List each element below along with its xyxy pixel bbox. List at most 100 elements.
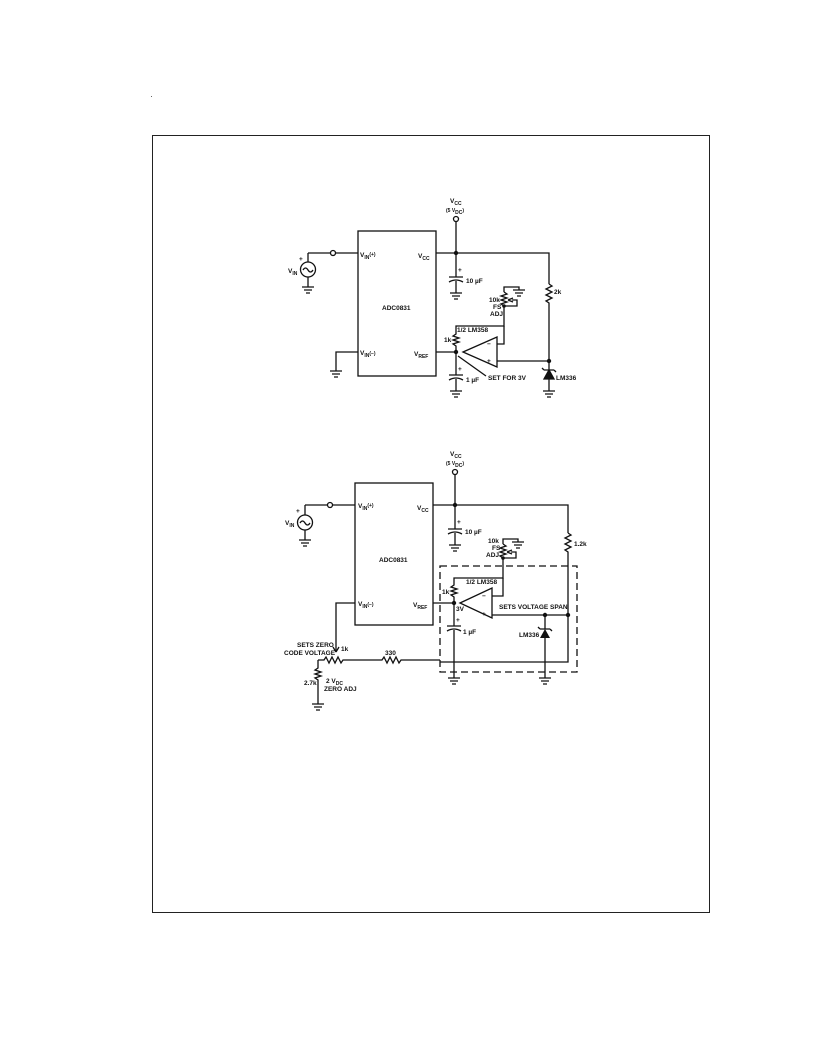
ground-symbol [312,703,324,711]
resistor-1k-1 [450,322,505,352]
cap-10uf-plus-2: + [457,519,461,526]
cap-10uf-2 [447,505,463,545]
input-terminal-1 [329,249,337,257]
ground-symbol [512,541,524,549]
node-pot-1 [502,304,506,308]
pot-label-fs-2: FS [492,545,501,552]
opamp-label-2: 1/2 LM358 [466,579,497,586]
res-1-2k-label: 1.2k [574,541,587,548]
cap-10uf-plus-1: + [458,267,462,274]
pot-wiper-arrow-2 [506,549,513,555]
ground-symbol [302,286,314,294]
opamp-plus-1: + [487,358,491,365]
wire-opamp-fb-2 [492,578,504,597]
ground-symbol [449,544,461,552]
note-sets-zero-2: CODE VOLTAGE [284,650,336,657]
note-set-3v: SET FOR 3V [488,375,527,382]
sine-icon [299,520,311,526]
cap-1uf-label-2: 1 µF [463,629,476,636]
ground-symbol [299,539,311,547]
vcc-value-1: (5 VDC) [446,208,464,216]
vcc-label-1: VCC [450,198,462,207]
res-2-7k-label: 2.7k [304,680,317,687]
opamp-2 [458,586,493,620]
zener-lm336-2 [537,615,553,678]
resistor-2k-1 [544,283,554,363]
input-terminal-2 [326,501,334,509]
source-plus-2: + [296,508,300,515]
pin-vin-minus-1: VIN(−) [360,350,376,359]
vin-label-2: VIN [285,520,295,529]
figure-frame [152,135,710,913]
pot-wires-1 [503,286,520,307]
res-1k-label-2: 1k [442,589,450,596]
zener-label-2: LM336 [519,632,540,639]
ground-symbol [513,289,525,297]
leader-set-1 [457,355,487,377]
cap-1uf-label-1: 1 µF [466,377,479,384]
pin-vin-plus-2: VIN(+) [358,503,374,512]
cap-10uf-label-2: 10 µF [465,529,482,536]
circuit-2: ADC0831 VIN(+) VIN(−) VCC VREF VCC (5 VD… [284,451,587,711]
chip-name-2: ADC0831 [379,557,408,564]
ground-symbol [450,390,462,398]
chip-name-1: ADC0831 [382,305,411,312]
note-sets-span: SETS VOLTAGE SPAN [499,604,568,611]
reference-subcircuit-box [439,565,578,673]
cap-10uf-1 [448,253,464,293]
pot-label-10k-1: 10k [489,297,500,304]
res-1k-label-1: 1k [444,337,452,344]
pot-label-fs-1: FS [493,304,502,311]
note-sets-zero-1: SETS ZERO [297,642,334,649]
wire-vin-minus-1 [335,351,358,371]
sine-icon [302,267,314,273]
vcc-value-2: (5 VDC) [446,461,464,469]
zener-label-1: LM336 [556,375,577,382]
pin-vref-2: VREF [413,602,427,611]
pin-vcc-2: VCC [417,505,429,514]
zero-adj-label-1: 2 VDC [326,678,343,687]
cap-1uf-1 [448,352,464,391]
ground-symbol [543,390,555,398]
pot-wires-2 [502,538,519,559]
resistor-1k-2 [448,574,504,603]
pin-vin-minus-2: VIN(−) [358,601,374,610]
resistor-1-2k [440,532,573,663]
pin-vref-1: VREF [414,351,428,360]
node-pot-2 [501,556,505,560]
adc-chip-1 [357,230,437,377]
zero-adj-label-2: ZERO ADJ [324,686,357,693]
circuit-1: ADC0831 VIN(+) VIN(−) VCC VREF VCC (5 VD… [288,198,577,398]
res-2k-label-1: 2k [554,289,562,296]
cap-10uf-label-1: 10 µF [466,278,483,285]
opamp-minus-1: − [487,341,491,348]
node-span-2 [565,612,571,618]
ground-symbol [450,292,462,300]
resistor-2-7k [312,660,324,704]
vcc-rail-1 [436,221,550,284]
vcc-label-2: VCC [450,451,462,460]
pin-vcc-1: VCC [418,253,430,262]
wire-vin-minus-2 [335,602,355,652]
adc-chip-2 [354,482,434,626]
res-330-label: 330 [385,650,396,657]
zero-pot-label: 1k [341,646,349,653]
page-speck [151,96,152,97]
cap-1uf-2 [446,603,462,678]
source-plus-1: + [299,256,303,263]
vcc-rail-2 [433,474,569,533]
pot-wiper-arrow-1 [507,297,514,303]
pot-label-adj-1: ADJ [490,311,503,318]
cap-1uf-plus-1: + [458,366,462,373]
opamp-minus-2: − [482,593,486,600]
pot-label-10k-2: 10k [488,538,499,545]
zener-body-2 [540,629,550,638]
opamp-1 [461,336,498,368]
vin-label-1: VIN [288,268,298,277]
node-3v-label: 3V [456,606,465,613]
ground-symbol [330,370,342,378]
wire-opamp-fb-1 [497,326,505,345]
pin-vin-plus-1: VIN(+) [360,252,376,261]
pot-label-adj-2: ADJ [486,552,499,559]
